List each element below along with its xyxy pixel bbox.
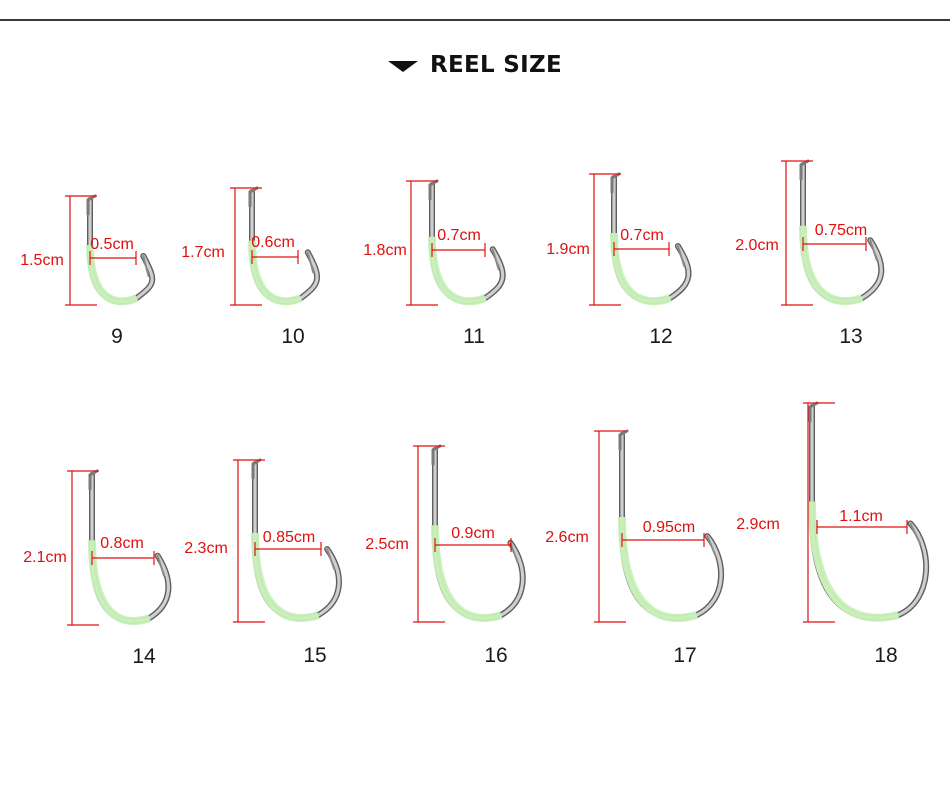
glow-coating xyxy=(808,501,900,622)
section-title: REEL SIZE xyxy=(429,52,562,78)
glow-coating xyxy=(799,225,864,306)
hook-item: 2.1cm 0.8cm 14 xyxy=(23,469,172,668)
glow-coating xyxy=(86,245,139,306)
length-label: 2.1cm xyxy=(23,549,67,566)
hook-eye xyxy=(428,179,439,201)
hook-item: 2.6cm 0.95cm 17 xyxy=(545,429,725,667)
top-divider xyxy=(0,19,950,21)
hook-eye xyxy=(618,429,629,451)
length-label: 2.0cm xyxy=(735,237,779,254)
gap-label: 0.75cm xyxy=(815,222,867,239)
gap-label: 0.8cm xyxy=(100,535,144,552)
gap-label: 0.7cm xyxy=(620,227,664,244)
hook-item: 2.5cm 0.9cm 16 xyxy=(365,444,526,667)
glow-coating xyxy=(431,525,503,622)
hook-item: 2.0cm 0.75cm 13 xyxy=(735,159,885,348)
hook-barb xyxy=(706,535,717,558)
hook-barb xyxy=(142,254,150,277)
size-number: 18 xyxy=(874,644,897,667)
glow-coating xyxy=(610,232,672,306)
hook-barb xyxy=(676,245,686,268)
hook-item: 2.9cm 1.1cm 18 xyxy=(736,401,930,667)
gap-label: 0.85cm xyxy=(263,529,315,546)
hook-item: 1.7cm 0.6cm 10 xyxy=(181,186,320,348)
glow-coating xyxy=(248,240,303,306)
glow-coating xyxy=(618,516,698,622)
section-heading: REEL SIZE xyxy=(0,52,950,78)
size-number: 10 xyxy=(281,325,304,348)
size-number: 14 xyxy=(132,645,156,668)
hook-eye xyxy=(248,186,259,208)
size-number: 17 xyxy=(673,644,696,667)
hook-barb xyxy=(869,239,878,262)
hook-barb xyxy=(909,522,921,545)
hook-item: 2.3cm 0.85cm 15 xyxy=(184,458,342,667)
size-number: 12 xyxy=(649,325,672,348)
hook-item: 1.5cm 0.5cm 9 xyxy=(20,194,156,348)
length-label: 1.7cm xyxy=(181,244,225,261)
length-label: 2.5cm xyxy=(365,536,409,553)
hook-barb xyxy=(509,541,519,564)
size-number: 16 xyxy=(484,644,507,667)
size-number: 11 xyxy=(463,325,485,348)
hook-eye xyxy=(88,469,99,491)
glow-coating xyxy=(88,540,151,626)
gap-label: 0.7cm xyxy=(437,227,481,244)
glow-coating xyxy=(251,532,320,623)
gap-label: 1.1cm xyxy=(839,508,883,525)
hook-item: 1.8cm 0.7cm 11 xyxy=(363,179,506,348)
hook-eye xyxy=(808,401,819,423)
hook-barb xyxy=(491,248,500,271)
hook-eye xyxy=(610,172,621,194)
caret-down-icon xyxy=(387,60,418,72)
hook-barb xyxy=(326,548,336,571)
size-number: 13 xyxy=(839,325,862,348)
size-number: 9 xyxy=(111,325,123,348)
gap-label: 0.95cm xyxy=(643,519,695,536)
glow-coating xyxy=(428,236,487,306)
length-label: 2.3cm xyxy=(184,540,228,557)
hook-eye xyxy=(431,444,442,466)
hook-eye xyxy=(799,159,810,181)
hook-eye xyxy=(251,458,262,480)
hook-barb xyxy=(306,251,315,274)
size-number: 15 xyxy=(303,644,326,667)
gap-label: 0.5cm xyxy=(90,236,134,253)
length-label: 1.5cm xyxy=(20,252,64,269)
hook-item: 1.9cm 0.7cm 12 xyxy=(546,172,692,348)
length-label: 2.6cm xyxy=(545,529,589,546)
length-label: 1.9cm xyxy=(546,241,590,258)
gap-label: 0.9cm xyxy=(451,525,495,542)
gap-label: 0.6cm xyxy=(251,234,295,251)
length-label: 2.9cm xyxy=(736,516,780,533)
hook-eye xyxy=(86,194,97,216)
hook-barb xyxy=(156,554,165,577)
length-label: 1.8cm xyxy=(363,242,407,259)
